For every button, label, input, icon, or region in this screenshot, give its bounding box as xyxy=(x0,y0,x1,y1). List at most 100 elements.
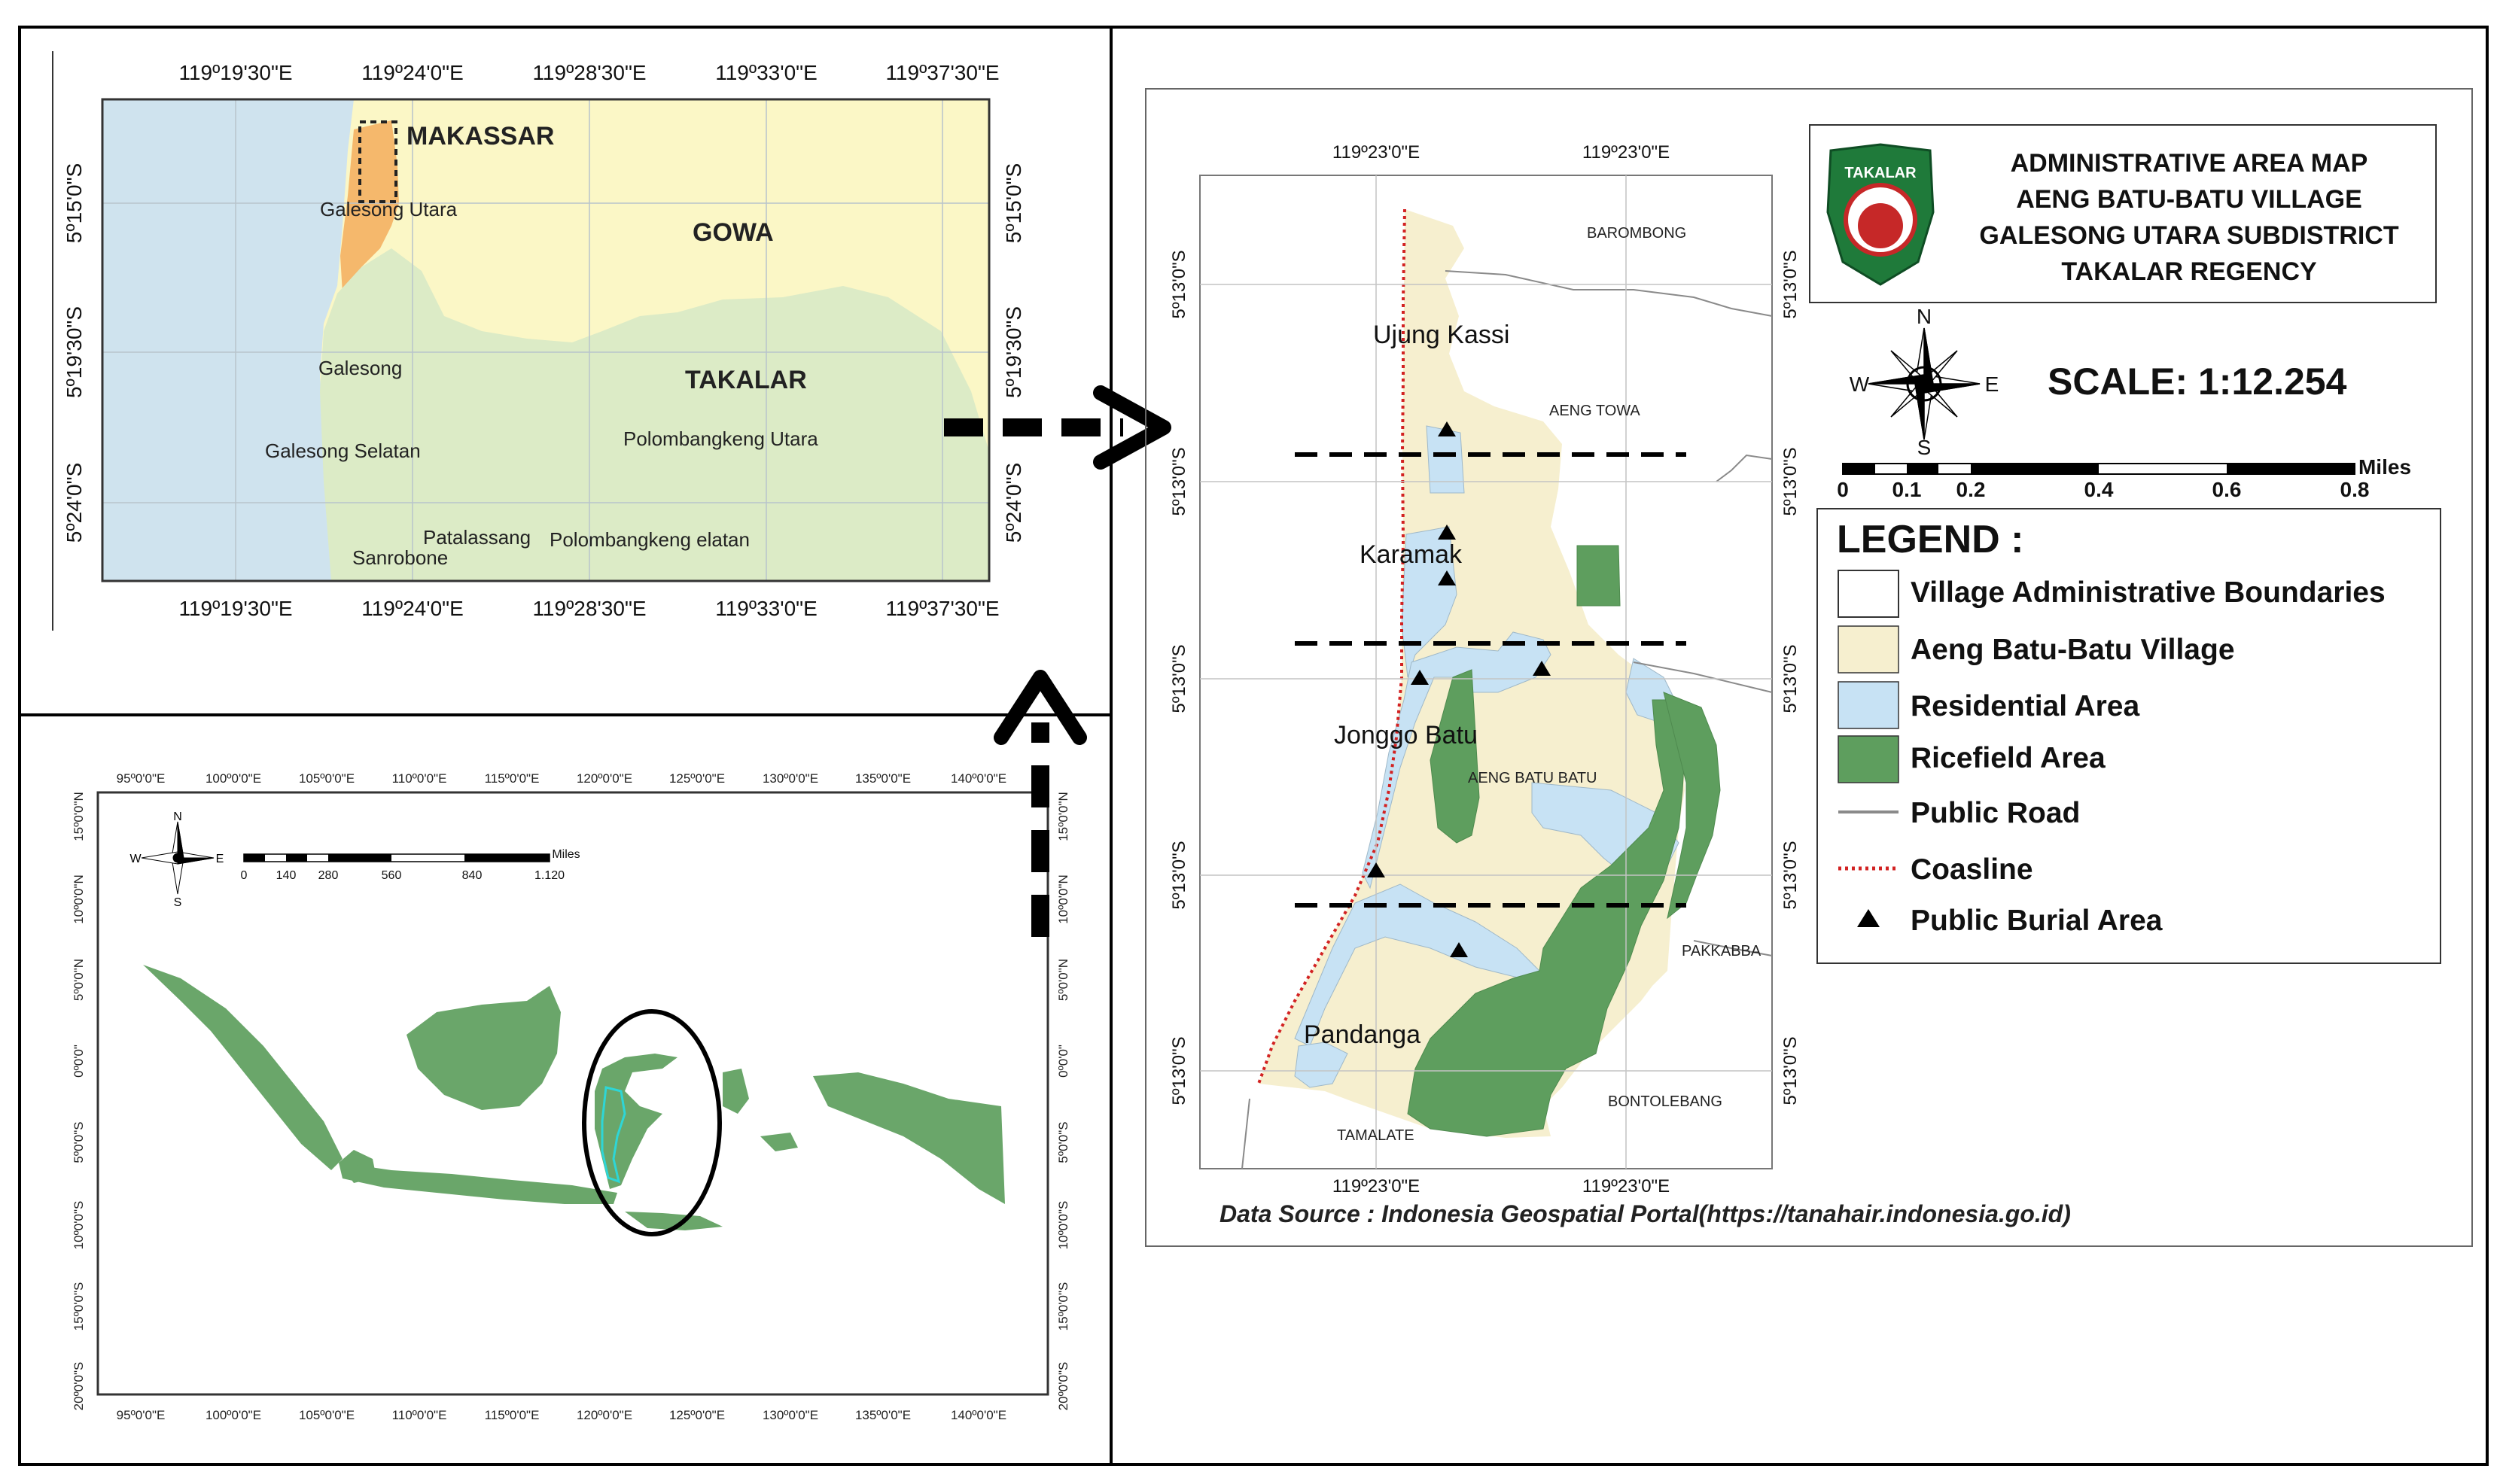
lon-label: 140º0'0"E xyxy=(951,1408,1006,1422)
neighbor-label-barombong: BAROMBONG xyxy=(1587,225,1686,242)
inset-regional-lon-top: 119º19'30"E 119º24'0"E 119º28'30"E 119º3… xyxy=(178,61,999,84)
ricefield-patch xyxy=(1576,545,1621,607)
compass-s-label: S xyxy=(174,896,182,909)
lat-label: 5º13'0"S xyxy=(1169,644,1189,713)
district-label: Galesong xyxy=(318,357,402,379)
scale-label: 0.6 xyxy=(2212,478,2242,501)
neighbor-label-aeng-towa: AENG TOWA xyxy=(1549,403,1640,419)
burial-triangle xyxy=(1411,670,1429,685)
lon-label: 95º0'0"E xyxy=(117,1408,166,1422)
scale-bar-segment xyxy=(286,854,307,862)
lon-label: 110º0'0"E xyxy=(392,1408,447,1422)
lat-label: 10º0'0"N xyxy=(1056,874,1070,924)
lat-label: 5º15'0"S xyxy=(62,163,86,243)
compass-shade xyxy=(1914,383,1925,440)
coastline xyxy=(1257,208,1406,1084)
lon-label: 130º0'0"E xyxy=(763,1408,818,1422)
compass-s-label: S xyxy=(1917,436,1932,459)
main-scale-bar xyxy=(1842,463,2355,475)
district-label: Polombangkeng Utara xyxy=(623,427,818,450)
lon-label: 119º28'30"E xyxy=(532,61,646,84)
compass-ring xyxy=(1906,366,1942,402)
inset-indonesia-map: N S E W 0 140 280 560 840 1.120 Miles 95… xyxy=(72,771,1070,1422)
scale-bar-segment xyxy=(2227,464,2355,474)
lat-label: 5º0'0"N xyxy=(72,959,86,1001)
legend-frame xyxy=(1816,508,2441,964)
lat-label: 20º0'0"S xyxy=(1056,1362,1070,1411)
lat-label: 5º13'0"S xyxy=(1169,841,1189,909)
district-label: Polombangkeng elatan xyxy=(550,528,750,551)
hamlet-boundaries xyxy=(1295,452,1686,908)
compass-n-label: N xyxy=(173,810,182,823)
lon-label: 120º0'0"E xyxy=(577,771,632,786)
indonesia-lon-top: 95º0'0"E 100º0'0"E 105º0'0"E 110º0'0"E 1… xyxy=(117,771,1006,786)
study-area-marker xyxy=(358,120,397,203)
district-label: Galesong Selatan xyxy=(265,439,421,462)
legend-swatch-residential xyxy=(1838,681,1899,729)
scale-label: 0.1 xyxy=(1892,478,1922,501)
compass-e-label: E xyxy=(216,853,224,865)
inset-regional-graticule xyxy=(102,99,989,581)
logo-center xyxy=(1858,203,1903,248)
legend-swatch-ricefield xyxy=(1838,735,1899,783)
island-maluku xyxy=(760,1133,798,1151)
right-panel-frame xyxy=(1110,26,2489,1466)
island-java xyxy=(339,1163,617,1204)
lon-label: 119º23'0"E xyxy=(1582,1176,1670,1197)
lat-label: 5º13'0"S xyxy=(1169,250,1189,318)
region-label-takalar: TAKALAR xyxy=(685,366,807,394)
public-roads xyxy=(1241,270,1773,1169)
neighbor-label-pakkabba: PAKKABBA xyxy=(1682,943,1762,959)
legend-label: Public Burial Area xyxy=(1911,905,2163,937)
ricefield-patch xyxy=(1407,699,1685,1137)
residential-patch xyxy=(1294,1042,1348,1088)
scale-ratio-label: SCALE: 1:12.254 xyxy=(2048,360,2347,403)
burial-triangle xyxy=(1438,421,1456,436)
residential-patch xyxy=(1294,883,1540,1047)
lon-label: 120º0'0"E xyxy=(577,1408,632,1422)
lat-label: 5º13'0"S xyxy=(1169,1036,1189,1105)
island-nusa-tenggara xyxy=(625,1212,723,1230)
burial-triangle xyxy=(1438,525,1456,540)
legend-title: LEGEND : xyxy=(1837,518,2023,561)
legend-label: Village Administrative Boundaries xyxy=(1911,576,2386,609)
lon-label: 119º24'0"E xyxy=(361,597,464,620)
burial-markers xyxy=(1367,421,1551,957)
island-sulawesi xyxy=(595,1054,678,1189)
lat-label: 5º15'0"S xyxy=(1002,163,1025,243)
scale-bar-segment xyxy=(464,854,550,862)
compass-n-label: N xyxy=(1917,305,1932,328)
ricefield-patch xyxy=(1430,669,1480,844)
lat-label: 15º0'0"S xyxy=(1056,1282,1070,1331)
lat-label: 5º13'0"S xyxy=(1169,447,1189,515)
takalar-region xyxy=(320,248,989,581)
ricefield-patch xyxy=(1663,692,1721,920)
compass-e-label: E xyxy=(1985,373,1999,396)
region-label-makassar: MAKASSAR xyxy=(407,122,554,151)
lon-label: 119º37'30"E xyxy=(885,597,999,620)
road-segment xyxy=(1693,940,1773,956)
scale-bar-segment xyxy=(328,854,391,862)
burial-triangle xyxy=(1367,862,1385,877)
lat-label: 5º13'0"S xyxy=(1780,644,1801,713)
inset-regional-lat-right: 5º15'0"S 5º19'30"S 5º24'0"S xyxy=(1002,163,1025,543)
ricefield-areas xyxy=(1407,545,1721,1137)
road-segment xyxy=(1633,661,1773,693)
compass-shade xyxy=(1923,383,1981,394)
lon-label: 130º0'0"E xyxy=(763,771,818,786)
scale-label: 140 xyxy=(276,869,297,882)
indonesia-compass xyxy=(141,821,215,895)
legend-label: Coasline xyxy=(1911,853,2033,886)
lat-label: 5º0'0"N xyxy=(1056,959,1070,1001)
scale-bar-segment xyxy=(1843,464,1875,474)
lon-label: 115º0'0"E xyxy=(485,1408,540,1422)
burial-triangle xyxy=(1533,661,1551,676)
lon-label: 119º23'0"E xyxy=(1332,142,1420,163)
compass-shade xyxy=(1868,374,1925,385)
lon-label: 115º0'0"E xyxy=(485,771,540,786)
legend-swatch-burial xyxy=(1857,909,1880,927)
data-source-note: Data Source : Indonesia Geospatial Porta… xyxy=(1220,1200,2071,1227)
scale-label: 1.120 xyxy=(534,869,565,882)
lat-label: 10º0'0"S xyxy=(1056,1201,1070,1250)
